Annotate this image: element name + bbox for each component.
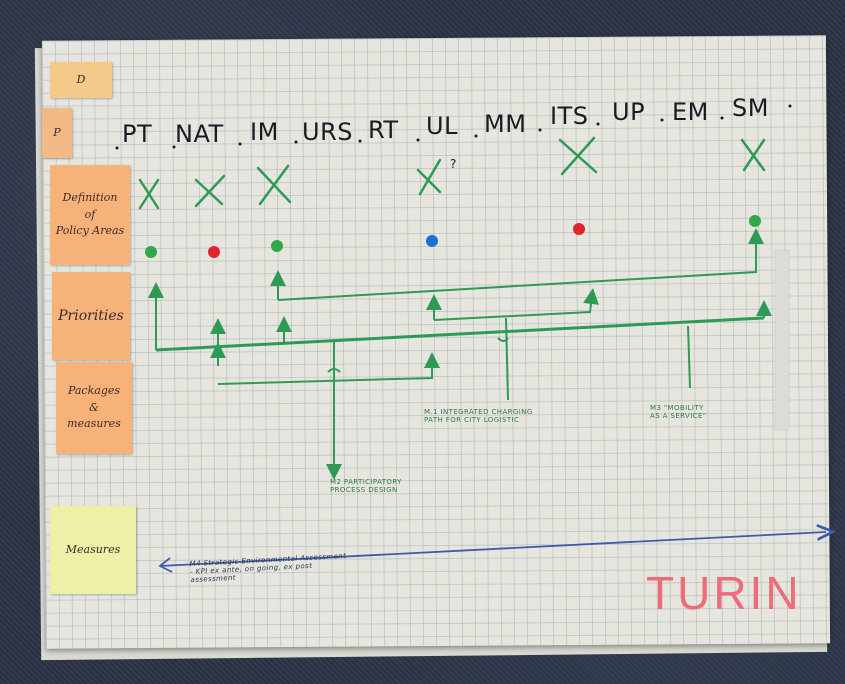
code-pt: PT	[122, 120, 153, 148]
annotation-m1: M.1 INTEGRATED CHARGING PATH FOR CITY LO…	[424, 408, 533, 424]
code-ul: UL	[426, 112, 458, 140]
code-nat: NAT	[175, 120, 224, 148]
dot-green-im	[271, 240, 283, 252]
dot-red-its	[573, 223, 585, 235]
sticky-note-text: Packages & measures	[67, 384, 121, 431]
dot-green-pt	[145, 246, 157, 258]
sticky-note-top-1: D	[50, 62, 112, 98]
code-rt: RT	[368, 116, 399, 144]
code-em: EM	[672, 98, 709, 126]
sticky-note-text: P	[53, 125, 61, 139]
dot-green-sm	[749, 215, 761, 227]
priority-lines	[148, 228, 772, 480]
sticky-note-text: Definition of Policy Areas	[55, 191, 125, 238]
code-sm: SM	[732, 94, 769, 122]
sticky-note-text: D	[76, 72, 86, 86]
sticky-note-text: Measures	[65, 542, 121, 556]
code-im: IM	[250, 118, 279, 146]
dot-red-nat	[208, 246, 220, 258]
sticky-note-definition: Definition of Policy Areas	[50, 165, 130, 265]
code-mm: MM	[484, 110, 527, 138]
paper-side-label	[774, 249, 790, 431]
annotation-m3: M3 "MOBILITY AS A SERVICE"	[650, 404, 707, 420]
code-its: ITS	[550, 102, 589, 130]
annotation-m2: M2 PARTICIPATORY PROCESS DESIGN	[330, 478, 402, 494]
sticky-note-top-2: P	[42, 108, 72, 158]
sticky-note-measures: Measures	[50, 506, 136, 594]
measures-arrow-left-head	[158, 557, 173, 573]
code-urs: URS	[302, 118, 353, 146]
measures-arrow	[159, 532, 826, 567]
code-up: UP	[612, 98, 646, 126]
sticky-note-packages: Packages & measures	[56, 362, 132, 454]
header-dots	[115, 104, 792, 150]
sticky-note-text: Priorities	[58, 307, 124, 324]
city-name: TURIN	[646, 567, 802, 619]
sticky-note-priorities: Priorities	[52, 272, 130, 360]
x-marks	[138, 136, 766, 210]
dot-blue-ul	[426, 235, 438, 247]
question-mark: ?	[450, 157, 456, 171]
